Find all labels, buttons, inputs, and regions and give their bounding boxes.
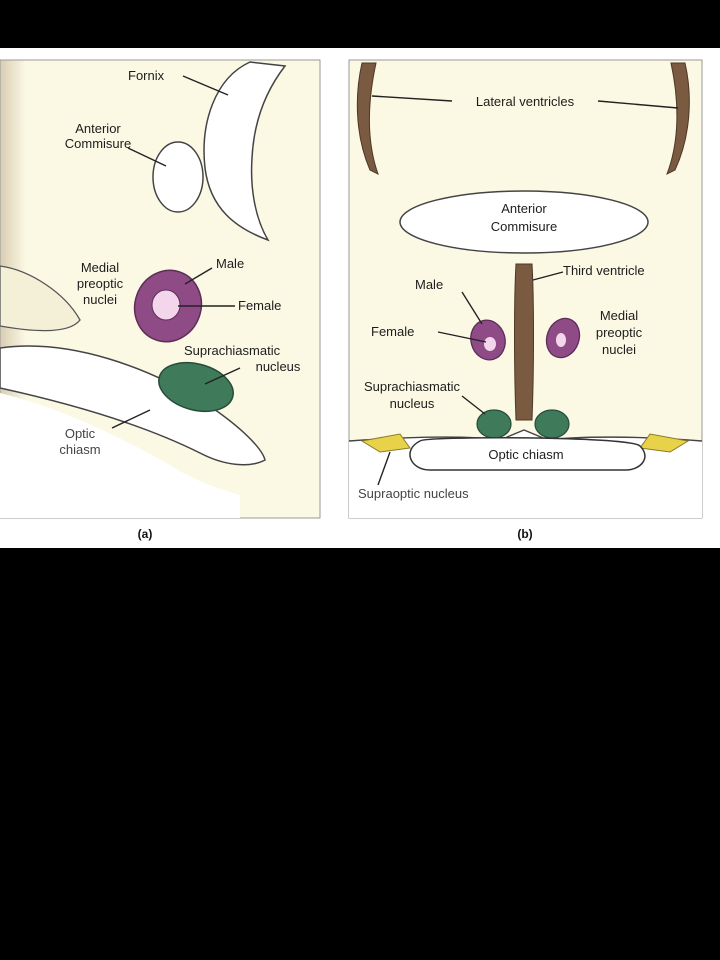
label-medial-b-3: nuclei (602, 342, 636, 357)
label-anterior-b-2: Commisure (491, 219, 557, 234)
third-ventricle-shape (514, 263, 534, 421)
label-medial-a-3: nuclei (83, 292, 117, 307)
label-male-b: Male (415, 277, 443, 292)
leader-lateral-right (597, 100, 679, 109)
label-third-ventricle: Third ventricle (563, 263, 645, 278)
label-optic-chiasm-b: Optic chiasm (488, 447, 563, 462)
leader-optic-chiasm-a (111, 409, 151, 429)
label-medial-a-2: preoptic (77, 276, 124, 291)
leader-supraoptic (377, 451, 391, 486)
female-nucleus-b-left (484, 337, 496, 351)
optic-chiasm-b-shape (409, 436, 646, 471)
label-medial-b-1: Medial (600, 308, 638, 323)
label-optic-a-2: chiasm (59, 442, 100, 457)
leader-suprachiasmatic-a (204, 367, 241, 385)
female-nucleus-b-right (556, 333, 566, 347)
anterior-commisure-shape (152, 141, 204, 213)
label-suprachiasmatic-b-1: Suprachiasmatic (364, 379, 461, 394)
label-anterior-b-1: Anterior (501, 201, 547, 216)
label-medial-a-1: Medial (81, 260, 119, 275)
leader-third-ventricle (532, 271, 564, 281)
label-fornix: Fornix (128, 68, 165, 83)
leader-suprachiasmatic-b (461, 395, 486, 415)
lower-region (0, 393, 240, 518)
label-optic-a-1: Optic (65, 426, 96, 441)
panel-a: Fornix Anterior Commisure Medial preopti… (0, 59, 321, 541)
supraoptic-nucleus-left (360, 433, 411, 453)
label-suprachiasmatic-a-2: nucleus (256, 359, 301, 374)
leader-male-a (184, 267, 213, 285)
leader-anterior-commisure-a (127, 147, 167, 167)
figure: Fornix Anterior Commisure Medial preopti… (0, 48, 720, 548)
caption-a: (a) (138, 527, 153, 541)
label-female-b: Female (371, 324, 414, 339)
leader-fornix (182, 75, 229, 96)
left-structure-shape (0, 265, 81, 332)
suprachiasmatic-nucleus-b-right (534, 409, 570, 439)
lateral-ventricle-left (356, 62, 379, 176)
label-suprachiasmatic-b-2: nucleus (390, 396, 435, 411)
label-lateral-ventricles: Lateral ventricles (476, 94, 575, 109)
female-nucleus-a (151, 289, 181, 321)
panel-b: Lateral ventricles Anterior Commisure Th… (348, 59, 703, 541)
brain-diagram: Fornix Anterior Commisure Medial preopti… (0, 59, 703, 541)
label-suprachiasmatic-a-1: Suprachiasmatic (184, 343, 281, 358)
label-anterior-a-1: Anterior (75, 121, 121, 136)
base-outline (348, 429, 703, 442)
suprachiasmatic-nucleus-b-left (476, 409, 512, 439)
label-male-a: Male (216, 256, 244, 271)
suprachiasmatic-nucleus-a (158, 361, 234, 413)
caption-b: (b) (517, 527, 532, 541)
lateral-ventricle-right (666, 62, 690, 176)
leader-lateral-left (371, 95, 453, 102)
anterior-commisure-b (399, 190, 649, 254)
fornix-shape (203, 61, 287, 242)
label-supraoptic-nucleus: Supraoptic nucleus (358, 486, 469, 501)
label-anterior-a-2: Commisure (65, 136, 131, 151)
label-medial-b-2: preoptic (596, 325, 643, 340)
leader-male-b (461, 291, 483, 325)
label-female-a: Female (238, 298, 281, 313)
leader-female-b (437, 331, 487, 343)
